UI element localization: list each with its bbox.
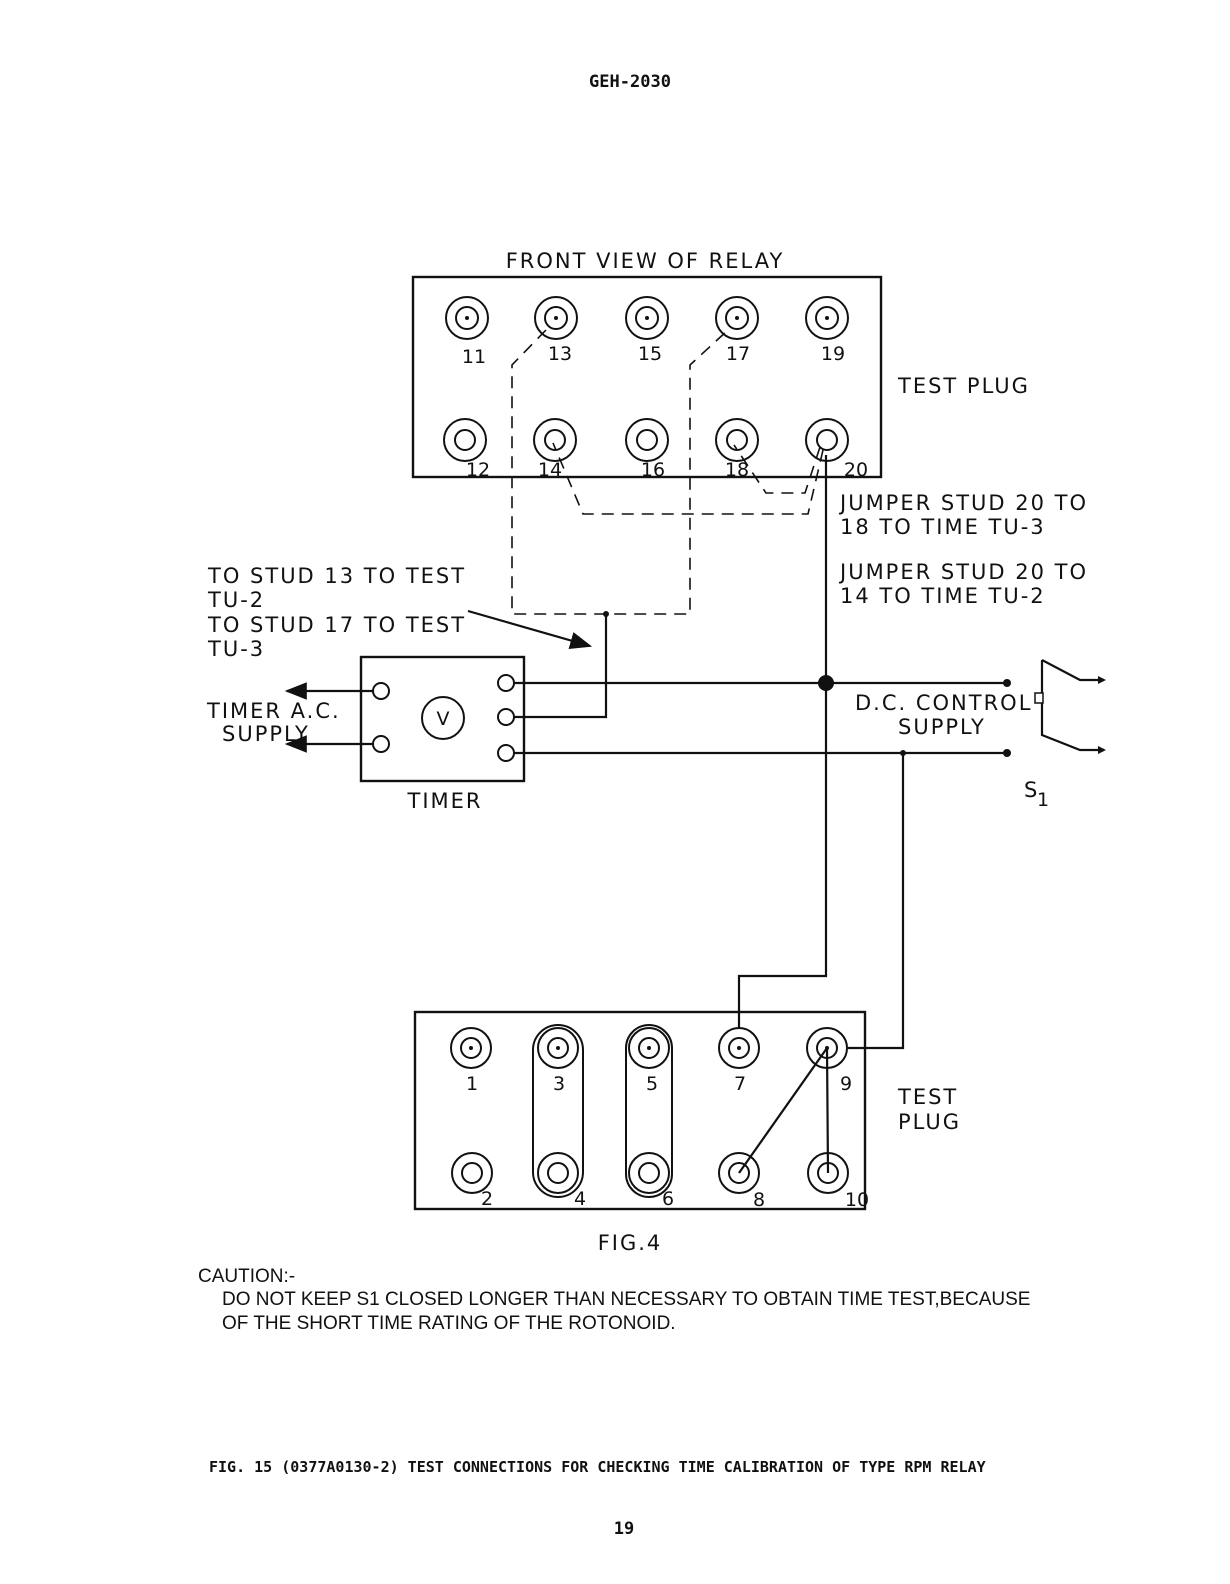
link-5-6	[625, 1024, 673, 1198]
jumper-note-tu2-line1: JUMPER STUD 20 TO	[838, 560, 1088, 584]
negative-to-stud9-wire	[848, 753, 905, 1050]
supply-terminal-neg	[1003, 749, 1011, 757]
lower-test-plug-box	[413, 1010, 867, 1211]
jumper-9-8	[738, 1047, 828, 1174]
timer-ac-supply-line1: TIMER A.C.	[206, 699, 341, 723]
stud-5	[628, 1027, 670, 1069]
stud-note-arrow	[467, 609, 593, 649]
dashed-test-lead-13-17	[511, 329, 729, 615]
stud-label-5: 5	[646, 1073, 658, 1095]
stud-label-15: 15	[638, 343, 662, 365]
page-number: 19	[614, 1519, 634, 1539]
caution-line1: DO NOT KEEP S1 CLOSED LONGER THAN NECESS…	[222, 1289, 1030, 1310]
stud-6	[628, 1152, 670, 1194]
stud-label-3: 3	[553, 1073, 565, 1095]
stud-4	[537, 1152, 579, 1194]
dashed-jumper-20-18	[733, 444, 821, 494]
lower-test-plug-label-line2: PLUG	[898, 1110, 961, 1134]
stud-label-11: 11	[462, 346, 486, 368]
figure-caption: FIG. 15 (0377A0130-2) TEST CONNECTIONS F…	[209, 1458, 986, 1476]
jumper-note-tu3-line1: JUMPER STUD 20 TO	[838, 491, 1088, 515]
timer-ac-terminal-2	[372, 735, 390, 753]
stud-label-13: 13	[548, 343, 572, 365]
stud-7	[718, 1027, 760, 1069]
stud20-to-stud7-wire	[737, 455, 828, 1037]
stud-label-8: 8	[753, 1189, 765, 1211]
relay-view-title: FRONT VIEW OF RELAY	[506, 249, 785, 273]
timer-ac-supply-line2: SUPPLY	[222, 722, 310, 746]
stud-2	[451, 1152, 493, 1194]
timer-box	[359, 655, 526, 783]
link-3-4	[532, 1024, 584, 1198]
stud-16	[625, 418, 669, 462]
caution-line2: OF THE SHORT TIME RATING OF THE ROTONOID…	[222, 1313, 676, 1334]
stud-13	[534, 296, 578, 340]
timer-terminal-1	[497, 674, 515, 692]
stud-label-10: 10	[845, 1189, 869, 1211]
stud-17	[715, 296, 759, 340]
stud-20	[805, 418, 849, 462]
upper-test-plug-label: TEST PLUG	[897, 374, 1030, 398]
stud-label-18: 18	[725, 459, 749, 481]
stud-label-2: 2	[481, 1188, 493, 1210]
jumper-9-10	[825, 1047, 830, 1174]
stud-label-19: 19	[821, 343, 845, 365]
voltmeter-symbol: V	[437, 708, 450, 730]
stud-note-line3: TO STUD 17 TO TEST	[207, 613, 466, 637]
figure-label: FIG.4	[598, 1231, 663, 1255]
stud-label-12: 12	[466, 459, 490, 481]
dc-supply-line1: D.C. CONTROL	[855, 691, 1032, 715]
caution-heading: CAUTION:-	[198, 1266, 295, 1287]
dashed-jumper-20-14	[552, 442, 824, 515]
lower-test-plug-label-line1: TEST	[897, 1085, 958, 1109]
document-id: GEH-2030	[589, 72, 671, 92]
stud-19	[805, 296, 849, 340]
dc-supply-line2: SUPPLY	[898, 715, 986, 739]
timer-ac-terminal-1	[372, 682, 390, 700]
stud-label-7: 7	[734, 1073, 746, 1095]
stud-note-line2: TU-2	[207, 588, 265, 612]
jumper-note-tu3-line2: 18 TO TIME TU-3	[840, 515, 1046, 539]
timer-lead-to-test-wire	[514, 715, 608, 719]
stud-label-14: 14	[538, 459, 562, 481]
timer-terminal-3	[497, 744, 515, 762]
switch-s1-label: S	[1024, 778, 1039, 802]
stud-3	[537, 1027, 579, 1069]
stud-14	[533, 418, 577, 462]
jumper-note-tu2-line2: 14 TO TIME TU-2	[840, 584, 1046, 608]
supply-terminal-pos	[1003, 679, 1011, 687]
stud-1	[450, 1027, 492, 1069]
switch-s1-subscript: 1	[1037, 789, 1049, 811]
stud-label-6: 6	[662, 1188, 674, 1210]
voltmeter-icon	[421, 696, 465, 740]
stud-label-1: 1	[466, 1073, 478, 1095]
upper-test-plug-box	[411, 275, 883, 479]
stud-note-line1: TO STUD 13 TO TEST	[207, 564, 466, 588]
stud-12	[443, 418, 487, 462]
stud-label-4: 4	[574, 1188, 586, 1210]
stud-18	[715, 418, 759, 462]
stud-note-line4: TU-3	[207, 637, 265, 661]
timer-label: TIMER	[407, 789, 483, 813]
stud-15	[625, 296, 669, 340]
timer-terminal-2	[497, 708, 515, 726]
stud-label-17: 17	[726, 343, 750, 365]
stud-label-16: 16	[641, 459, 665, 481]
stud-label-20: 20	[844, 459, 868, 481]
switch-s1-icon	[1034, 659, 1106, 754]
stud-11	[445, 296, 489, 340]
stud-label-9: 9	[840, 1073, 852, 1095]
